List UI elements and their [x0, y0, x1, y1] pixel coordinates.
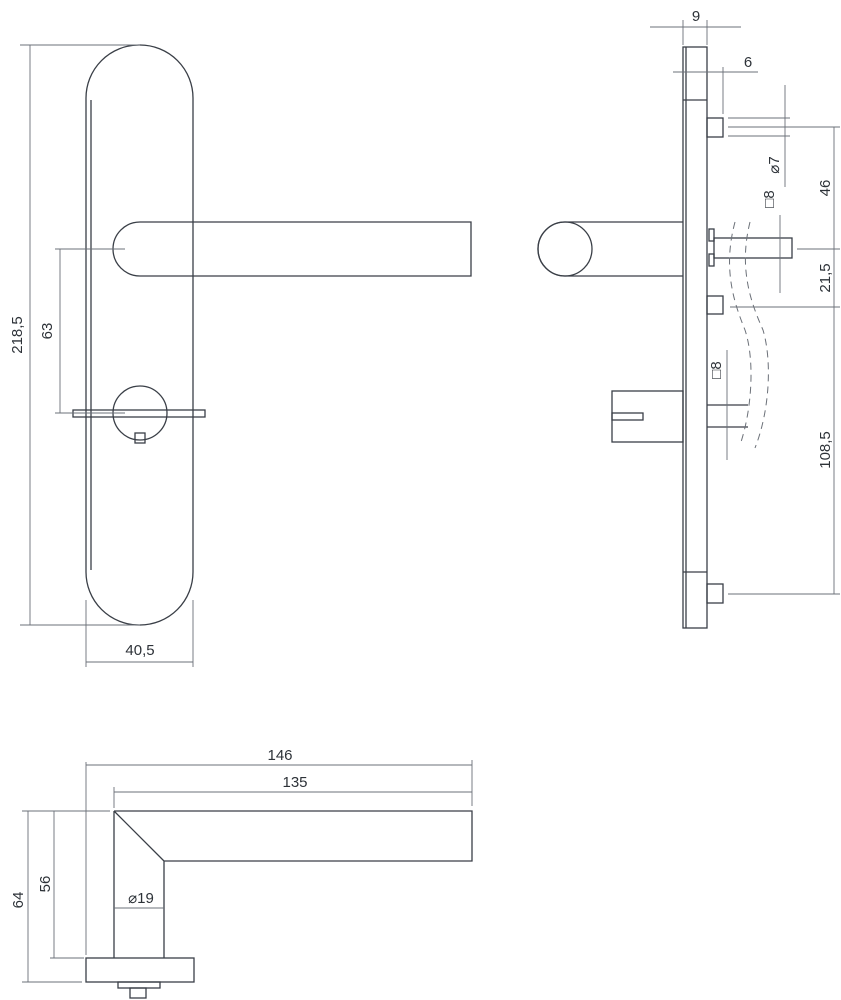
- thickness-label: 9: [692, 8, 700, 25]
- lever: [112, 221, 472, 277]
- width-dimension: [85, 600, 194, 667]
- side-plate-lines: [683, 47, 707, 628]
- screw-bottom-label: 108,5: [817, 431, 834, 469]
- lever-key-label: 63: [39, 323, 56, 340]
- lever-end: [537, 221, 593, 277]
- side-plate: [682, 46, 708, 629]
- cylinder-housing: [611, 390, 684, 443]
- cylinder-spindle: [707, 404, 748, 428]
- spindle-screw-label: 21,5: [817, 263, 834, 292]
- top-view: 146 135 ⌀19 56 64: [10, 747, 473, 999]
- height-dimension: [20, 44, 140, 626]
- side-view: 9 6 ⌀7 □8 46 21,5 108,5 □8: [537, 8, 840, 629]
- door-break-line: [729, 221, 752, 446]
- rose-clip: [117, 981, 161, 989]
- overall-length-label: 146: [267, 747, 292, 764]
- door-break-line: [744, 221, 769, 449]
- lever-projection-label: 56: [37, 876, 54, 893]
- lever-side: [537, 221, 683, 277]
- key-bar: [72, 409, 206, 418]
- screw-diameter-dimension: [728, 85, 840, 187]
- screw-pin-middle: [706, 295, 724, 315]
- backplate-outline: [85, 44, 194, 626]
- screw-diameter-label: ⌀7: [766, 156, 783, 173]
- overall-length-dimension: [85, 760, 473, 955]
- screw-pin-top: [706, 117, 724, 138]
- lever-length-dimension: [113, 787, 472, 808]
- overall-projection-label: 64: [10, 892, 27, 909]
- cylinder-slot: [611, 412, 644, 421]
- lever-key-dimension: [55, 248, 125, 414]
- lever-projection-dimension: [50, 810, 110, 959]
- spindle-label: □8: [761, 190, 778, 207]
- neck-diameter-label: ⌀19: [128, 890, 154, 907]
- overall-projection-dimension: [22, 810, 82, 983]
- screw-pin-bottom: [706, 583, 724, 604]
- thickness-dimension: [650, 20, 741, 45]
- top-screw-spindle-label: 46: [817, 180, 834, 197]
- spindle: [713, 237, 793, 259]
- spindle-stub: [129, 987, 147, 999]
- lever-length-label: 135: [282, 774, 307, 791]
- vertical-dimension-chain: [728, 127, 840, 595]
- spindle-flange-top: [708, 228, 715, 242]
- spindle-flange-bottom: [708, 253, 715, 267]
- rose: [85, 957, 195, 983]
- front-view: 218,5 63 40,5: [9, 44, 472, 667]
- pin-dimension: [673, 67, 758, 114]
- width-label: 40,5: [125, 642, 154, 659]
- height-label: 218,5: [9, 316, 26, 354]
- pin-label: 6: [744, 54, 752, 71]
- keyhole: [134, 432, 146, 444]
- lever-top: [113, 810, 473, 958]
- cylinder-spindle-label: □8: [708, 361, 725, 378]
